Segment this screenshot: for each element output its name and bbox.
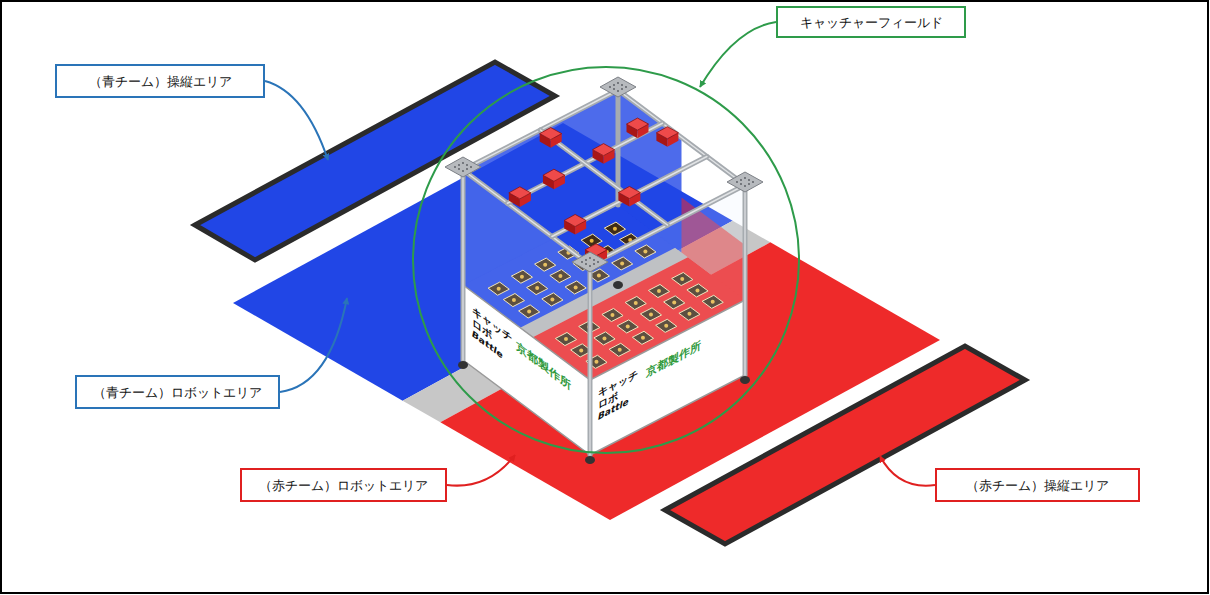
plate-hole xyxy=(462,162,464,164)
prize-center xyxy=(590,239,594,243)
crane-box xyxy=(564,214,586,226)
callout-box: （青チーム）ロボットエリア xyxy=(75,375,280,409)
top-rail xyxy=(541,130,668,225)
plate-hole xyxy=(740,183,742,185)
logo-text: キャッチ xyxy=(598,367,638,399)
crane-box xyxy=(593,144,615,156)
plate-hole xyxy=(744,185,746,187)
frame-leg-highlight xyxy=(589,265,591,455)
leader-arrow xyxy=(880,456,935,486)
prize-center xyxy=(613,227,617,231)
top-rail-highlight xyxy=(463,170,590,265)
callout-label: キャッチャーフィールド xyxy=(800,15,943,30)
plate-hole xyxy=(466,164,468,166)
logo-text: 京都製作所 xyxy=(646,340,701,381)
plate-hole xyxy=(593,259,595,261)
plate-hole xyxy=(462,170,464,172)
frame-leg xyxy=(743,185,748,375)
plate-hole xyxy=(593,263,595,265)
plate-hole xyxy=(625,86,627,88)
callout-box: （青チーム）操縦エリア xyxy=(55,64,265,98)
plate-hole xyxy=(466,168,468,170)
leader-arrow xyxy=(265,81,328,160)
logo-text: 京都製作所 xyxy=(516,340,571,394)
side-panel xyxy=(463,285,590,455)
crane-box xyxy=(618,186,640,198)
corner-plate xyxy=(572,252,608,272)
corner-plate xyxy=(445,157,481,177)
crane-box xyxy=(627,118,649,130)
frame-leg-highlight xyxy=(462,170,464,360)
plate-hole xyxy=(748,179,750,181)
callout-label: （青チーム）ロボットエリア xyxy=(93,385,262,400)
callout-label: （青チーム）操縦エリア xyxy=(89,74,232,89)
caster-wheel xyxy=(613,281,623,289)
callout-box: （赤チーム）操縦エリア xyxy=(935,468,1140,502)
crane-box xyxy=(509,187,531,199)
callout-box: （赤チーム）ロボットエリア xyxy=(240,468,447,502)
side-panel xyxy=(590,300,745,455)
plate-hole xyxy=(585,259,587,261)
caster-wheel xyxy=(458,361,468,369)
top-rail-highlight xyxy=(552,157,707,237)
plate-hole xyxy=(458,168,460,170)
plate-hole xyxy=(470,166,472,168)
prize-piece xyxy=(604,222,625,235)
crane-box xyxy=(540,128,562,140)
top-rail xyxy=(552,157,707,237)
plate-hole xyxy=(581,261,583,263)
plate-hole xyxy=(621,84,623,86)
plate-hole xyxy=(617,90,619,92)
plate-hole xyxy=(613,88,615,90)
callout-label: （赤チーム）操縦エリア xyxy=(966,478,1109,493)
plate-hole xyxy=(752,181,754,183)
plate-hole xyxy=(609,86,611,88)
plate-hole xyxy=(744,177,746,179)
leader-arrow xyxy=(280,298,347,392)
plate-hole xyxy=(458,164,460,166)
callout-label: （赤チーム）ロボットエリア xyxy=(259,478,428,493)
caster-wheel xyxy=(585,456,595,464)
leader-arrow xyxy=(447,455,515,486)
plate-hole xyxy=(597,261,599,263)
top-rail xyxy=(463,170,590,265)
leader-arrow xyxy=(700,22,776,87)
frame-leg xyxy=(461,170,466,360)
frame-leg-highlight xyxy=(744,185,746,375)
callout-box: キャッチャーフィールド xyxy=(776,6,966,38)
plate-hole xyxy=(736,181,738,183)
plate-hole xyxy=(617,82,619,84)
plate-hole xyxy=(454,166,456,168)
plate-hole xyxy=(589,265,591,267)
plate-hole xyxy=(740,179,742,181)
field-circle xyxy=(413,67,799,453)
plate-hole xyxy=(585,263,587,265)
frame-leg xyxy=(588,265,593,455)
corner-plate xyxy=(600,77,636,97)
plate-hole xyxy=(748,183,750,185)
crane-box xyxy=(656,127,678,139)
caster-wheel xyxy=(740,376,750,384)
crane-box xyxy=(543,169,565,181)
plate-hole xyxy=(589,257,591,259)
top-rail-highlight xyxy=(541,130,668,225)
corner-plate xyxy=(727,172,763,192)
plate-hole xyxy=(613,84,615,86)
plate-hole xyxy=(621,88,623,90)
